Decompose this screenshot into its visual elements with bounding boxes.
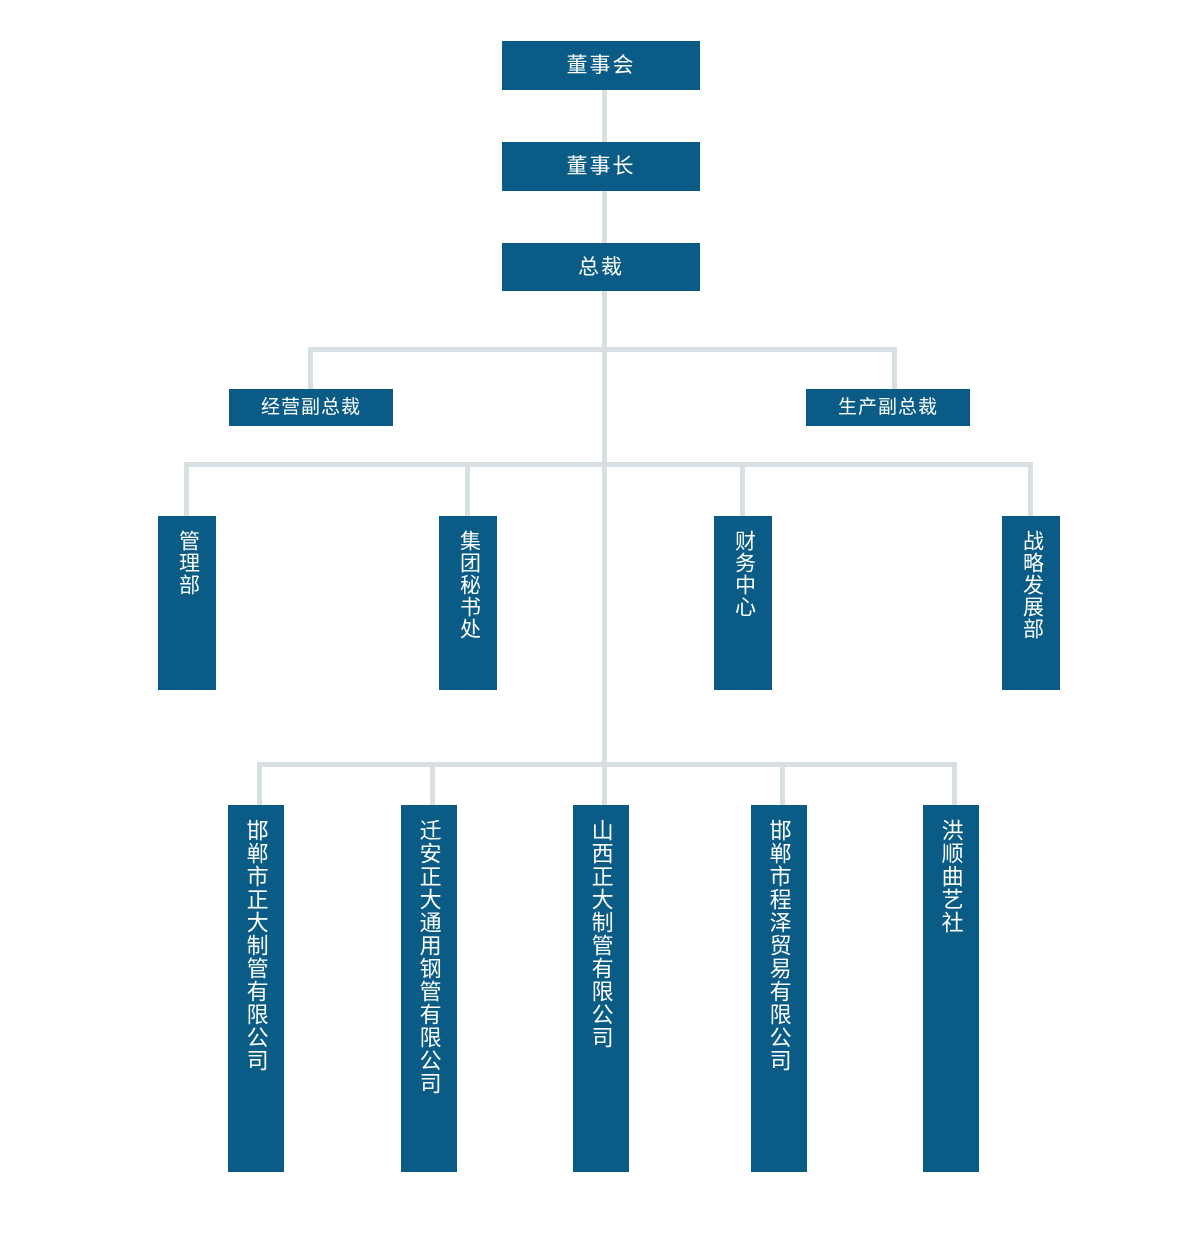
node-sub-hongshun[interactable]: 洪顺曲艺社 bbox=[923, 805, 979, 1172]
node-vp-production[interactable]: 生产副总裁 bbox=[806, 389, 970, 426]
connector-president-trunk bbox=[602, 291, 607, 767]
connector-vp-bar bbox=[308, 347, 897, 352]
node-president-label: 总裁 bbox=[578, 255, 624, 279]
connector-department-bar bbox=[184, 462, 1033, 467]
node-sub-shanxi-zhengda[interactable]: 山西正大制管有限公司 bbox=[573, 805, 629, 1172]
node-dept-management[interactable]: 管理部 bbox=[158, 516, 216, 690]
node-vp-operations[interactable]: 经营副总裁 bbox=[229, 389, 393, 426]
connector-sub-handan-zhengda-drop bbox=[257, 762, 262, 807]
node-sub-handan-chengze[interactable]: 邯郸市程泽贸易有限公司 bbox=[751, 805, 807, 1172]
node-dept-finance[interactable]: 财务中心 bbox=[714, 516, 772, 690]
node-board-label: 董事会 bbox=[566, 54, 636, 77]
connector-subsidiary-bar bbox=[257, 762, 957, 767]
connector-dept-management-drop bbox=[184, 462, 189, 518]
connector-dept-secretariat-drop bbox=[465, 462, 470, 518]
node-dept-finance-label: 财务中心 bbox=[732, 530, 756, 618]
connector-dept-strategy-drop bbox=[1028, 462, 1033, 518]
connector-board-to-chairman bbox=[602, 90, 607, 143]
node-chairman-label: 董事长 bbox=[566, 155, 636, 178]
connector-vp-operations-drop bbox=[308, 347, 313, 390]
node-chairman[interactable]: 董事长 bbox=[502, 142, 700, 191]
node-sub-hongshun-label: 洪顺曲艺社 bbox=[938, 819, 964, 934]
connector-sub-shanxi-zhengda-drop bbox=[602, 762, 607, 807]
node-board[interactable]: 董事会 bbox=[502, 41, 700, 90]
connector-chairman-to-president bbox=[602, 191, 607, 243]
node-vp-operations-label: 经营副总裁 bbox=[260, 397, 361, 418]
node-dept-secretariat[interactable]: 集团秘书处 bbox=[439, 516, 497, 690]
node-sub-handan-chengze-label: 邯郸市程泽贸易有限公司 bbox=[766, 819, 792, 1072]
connector-dept-finance-drop bbox=[740, 462, 745, 518]
connector-vp-production-drop bbox=[892, 347, 897, 390]
node-dept-secretariat-label: 集团秘书处 bbox=[457, 530, 481, 640]
node-vp-production-label: 生产副总裁 bbox=[837, 397, 938, 418]
node-dept-management-label: 管理部 bbox=[176, 530, 200, 596]
node-sub-qianan-zhengda-label: 迁安正大通用钢管有限公司 bbox=[416, 819, 442, 1095]
node-dept-strategy[interactable]: 战略发展部 bbox=[1002, 516, 1060, 690]
node-sub-handan-zhengda-label: 邯郸市正大制管有限公司 bbox=[243, 819, 269, 1072]
node-sub-qianan-zhengda[interactable]: 迁安正大通用钢管有限公司 bbox=[401, 805, 457, 1172]
connector-sub-handan-chengze-drop bbox=[780, 762, 785, 807]
node-sub-shanxi-zhengda-label: 山西正大制管有限公司 bbox=[588, 819, 614, 1049]
node-dept-strategy-label: 战略发展部 bbox=[1020, 530, 1044, 640]
node-president[interactable]: 总裁 bbox=[502, 243, 700, 291]
node-sub-handan-zhengda[interactable]: 邯郸市正大制管有限公司 bbox=[228, 805, 284, 1172]
connector-sub-qianan-zhengda-drop bbox=[430, 762, 435, 807]
connector-sub-hongshun-drop bbox=[952, 762, 957, 807]
